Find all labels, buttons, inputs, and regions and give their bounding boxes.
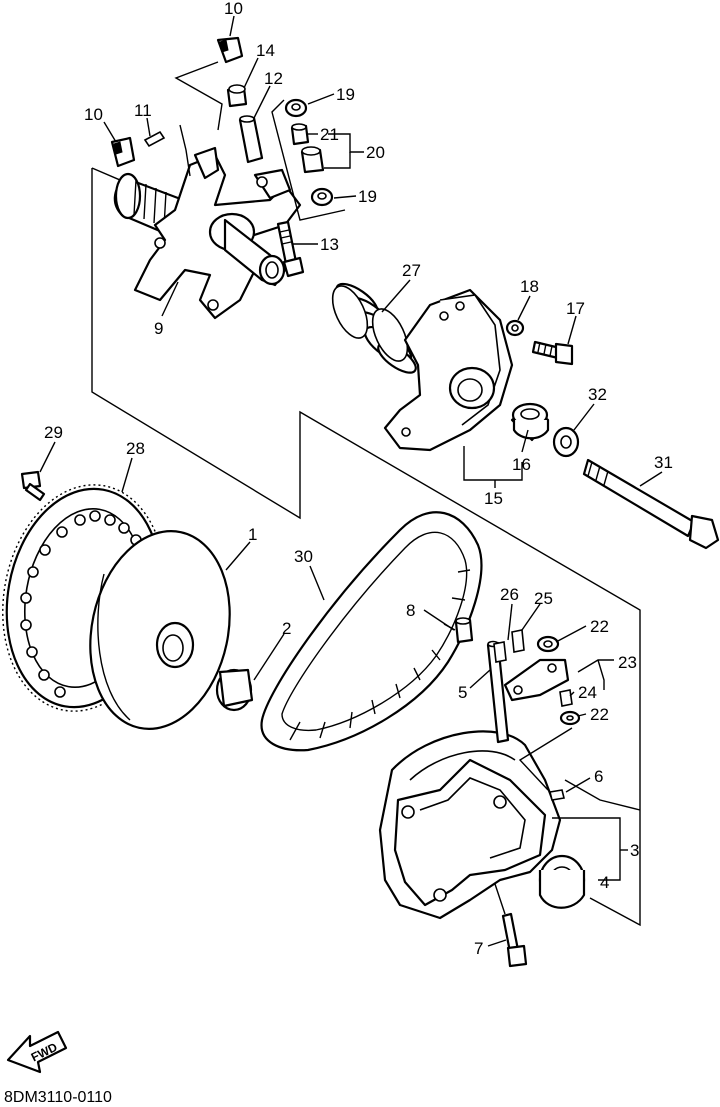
callout-13: 13	[320, 235, 339, 254]
secondary-sheave-part-3	[378, 730, 562, 920]
sheave-part-1	[89, 530, 231, 730]
callout-16: 16	[512, 455, 531, 474]
callout-6: 6	[594, 767, 603, 786]
washer-part-18	[505, 319, 525, 337]
callout-11: 11	[134, 101, 152, 120]
callout-9: 9	[154, 319, 163, 338]
callout-4: 4	[600, 873, 609, 892]
callout-2: 2	[282, 619, 291, 638]
slider-block-part-10-left	[110, 136, 136, 168]
callout-3: 3	[630, 841, 639, 860]
bolt-part-31	[582, 458, 720, 550]
callout-31: 31	[654, 453, 673, 472]
spring-part-27	[331, 282, 417, 374]
nut-part-14	[226, 84, 248, 108]
callout-24: 24	[578, 683, 597, 702]
roller-parts-19-21	[271, 98, 346, 221]
collar-part-2	[215, 668, 254, 712]
slider-block-part-10-top	[174, 36, 244, 131]
leader-lines	[39, 15, 663, 947]
callout-20: 20	[366, 143, 385, 162]
callout-14: 14	[256, 41, 275, 60]
drawing-code: 8DM3110-0110	[4, 1089, 112, 1106]
forward-direction-arrow: FWD	[6, 1030, 68, 1074]
callout-22-bottom: 22	[590, 705, 609, 724]
callout-19-top: 19	[336, 85, 355, 104]
callout-21: 21	[320, 125, 339, 144]
callout-8: 8	[406, 601, 415, 620]
cover-part-15	[383, 288, 514, 452]
callout-labels: 10 14 12 19 10 11 21 20 19 13 9 27 18 17…	[44, 0, 673, 958]
bushing-part-16	[510, 402, 550, 442]
bushing-part-4	[538, 854, 586, 909]
washer-part-32	[552, 426, 580, 458]
callout-7: 7	[474, 939, 483, 958]
callout-12: 12	[264, 69, 283, 88]
callout-5: 5	[458, 683, 467, 702]
callout-18: 18	[520, 277, 539, 296]
plug-part-8	[454, 617, 474, 644]
bolt-part-29	[20, 470, 46, 502]
callout-26: 26	[500, 585, 519, 604]
callout-25: 25	[534, 589, 553, 608]
callout-19-bottom: 19	[358, 187, 377, 206]
callout-17: 17	[566, 299, 585, 318]
callout-10-left: 10	[84, 105, 103, 124]
callout-1: 1	[248, 525, 257, 544]
callout-15: 15	[484, 489, 503, 508]
pin-part-12	[238, 115, 264, 164]
bolt-part-7	[494, 883, 528, 968]
hardware-parts-22-26	[493, 629, 581, 726]
bolt-part-17	[531, 340, 574, 366]
callout-28: 28	[126, 439, 145, 458]
callout-27: 27	[402, 261, 421, 280]
callout-22-top: 22	[590, 617, 609, 636]
callout-29: 29	[44, 423, 63, 442]
screw-part-6	[549, 789, 565, 801]
bolt-part-13	[276, 220, 305, 278]
callout-10-top: 10	[224, 0, 243, 18]
pin-part-11	[143, 124, 191, 177]
callout-30: 30	[294, 547, 313, 566]
callout-32: 32	[588, 385, 607, 404]
spider-assembly	[113, 146, 302, 320]
callout-23: 23	[618, 653, 637, 672]
